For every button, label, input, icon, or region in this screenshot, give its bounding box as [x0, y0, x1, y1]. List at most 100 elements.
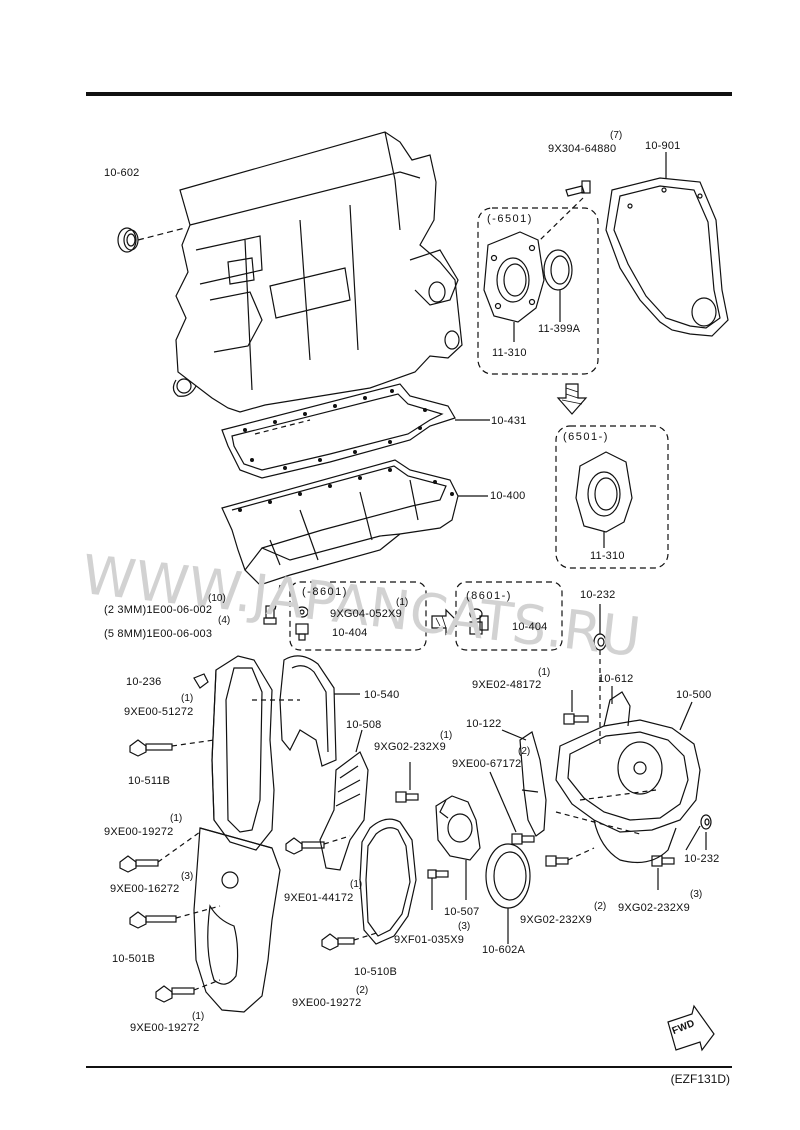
label-10-500: 10-500 [676, 689, 712, 701]
label-10-612: 10-612 [598, 673, 634, 685]
breather-parts-old [295, 606, 309, 641]
end-plate-10-901 [605, 177, 729, 337]
label-9xe00-67172: 9XE00-67172 [452, 758, 522, 770]
label-10-602a: 10-602A [482, 944, 525, 956]
label-10-236: 10-236 [126, 676, 162, 688]
qty-9x304: (7) [610, 130, 623, 141]
qty-9xe00-67172: (2) [518, 746, 531, 757]
label-10-901: 10-901 [645, 140, 681, 152]
label-10-404-new: 10-404 [512, 621, 548, 633]
bolt-9xe00-19272-c [155, 985, 195, 1003]
hatched-arrow-down [556, 383, 588, 415]
label-10-501b: 10-501B [112, 953, 155, 965]
label-9xg02-232x9-b: 9XG02-232X9 [520, 914, 592, 926]
timing-belt-cover-10-511b [211, 655, 275, 851]
group-box-6501-old [477, 207, 599, 375]
pump-10-507 [435, 795, 481, 861]
hatched-arrow-right [431, 608, 459, 636]
group-label-6501-new: (6501-) [563, 431, 609, 443]
qty-9xg02-b: (2) [594, 901, 607, 912]
front-cover-10-500 [555, 691, 701, 863]
label-10-232-upper: 10-232 [580, 589, 616, 601]
label-9xe02-48172: 9XE02-48172 [472, 679, 542, 691]
label-9xe00-19272-c: 9XE00-19272 [130, 1022, 200, 1034]
oil-seal-retainer-11-310-new [575, 451, 633, 533]
fwd-arrow [667, 1004, 715, 1052]
qty-9xe01: (1) [350, 879, 363, 890]
group-box-6501-new [555, 425, 669, 569]
label-10-511b: 10-511B [128, 775, 171, 787]
label-10-400: 10-400 [490, 490, 526, 502]
bolt-9xe00-51272 [129, 739, 173, 757]
bolt-9xf01-035x9 [427, 869, 449, 879]
label-1e00-06-002: (2 3MM)1E00-06-002 [104, 604, 213, 616]
plug-10-602 [117, 227, 139, 253]
label-11-310-new: 11-310 [590, 550, 625, 562]
group-box-8601-old [289, 581, 427, 651]
qty-1e00-a: (10) [208, 593, 226, 604]
breather-parts-new [469, 608, 489, 635]
bolt-9xe00-19272-a [119, 855, 159, 873]
label-10-122: 10-122 [466, 718, 502, 730]
bolt-9xe00-67172 [511, 833, 535, 845]
qty-9xe00-16272: (3) [181, 871, 194, 882]
qty-9xe02: (1) [538, 667, 551, 678]
qty-9xf01: (3) [458, 921, 471, 932]
oil-seal-retainer-11-310 [483, 231, 545, 323]
oil-seal-11-399a [543, 249, 573, 291]
qty-9xe00-19272-b: (2) [356, 985, 369, 996]
label-9x304: 9X304-64880 [548, 143, 617, 155]
group-label-8601-new: (8601-) [466, 590, 512, 602]
timing-belt-cover-10-501b [193, 827, 281, 1013]
label-9xg04-052x9: 9XG04-052X9 [330, 608, 402, 620]
group-box-8601-new [455, 581, 563, 651]
bolt-9xg02-232x9-a [395, 791, 419, 803]
label-10-508: 10-508 [346, 719, 382, 731]
oil-pan [221, 459, 459, 586]
bolt-9xe00-19272-b [321, 933, 355, 951]
bolt-1e00 [263, 605, 277, 625]
qty-1e00-b: (4) [218, 615, 231, 626]
label-9xg02-232x9-c: 9XG02-232X9 [618, 902, 690, 914]
label-9xg02-232x9-a: 9XG02-232X9 [374, 741, 446, 753]
group-label-8601-old: (-8601) [302, 586, 348, 598]
qty-9xg02-a: (1) [440, 730, 453, 741]
label-9xf01-035x9: 9XF01-035X9 [394, 934, 465, 946]
qty-9xe00-19272-c: (1) [192, 1011, 205, 1022]
qty-9xe00-51272: (1) [181, 693, 194, 704]
bolt-9xg02-232x9-c [651, 855, 675, 867]
cover-plate-10-510b [359, 818, 417, 945]
bolt-9xg02-232x9-b [545, 855, 569, 867]
label-9xe01-44172: 9XE01-44172 [284, 892, 354, 904]
label-10-507: 10-507 [444, 906, 480, 918]
bracket-10-508 [319, 751, 369, 871]
bolt-9xe00-16272 [129, 911, 177, 929]
diagram-code: (EZF131D) [670, 1072, 730, 1086]
label-11-399a: 11-399A [538, 323, 581, 335]
label-9xe00-19272-a: 9XE00-19272 [104, 826, 174, 838]
oil-pan-gasket [221, 383, 456, 479]
plug-10-232-lower [700, 814, 712, 830]
label-9xe00-51272: 9XE00-51272 [124, 706, 194, 718]
clip-10-236 [193, 673, 209, 689]
bolt-9xe02-48172 [563, 713, 589, 725]
timing-belt-cover-gasket-10-540 [279, 655, 337, 767]
label-1e00-06-003: (5 8MM)1E00-06-003 [104, 628, 213, 640]
label-10-404-old: 10-404 [332, 627, 368, 639]
label-11-310-old: 11-310 [492, 347, 527, 359]
label-9xe00-19272-b: 9XE00-19272 [292, 997, 362, 1009]
label-10-602: 10-602 [104, 167, 140, 179]
qty-9xe00-19272-a: (1) [170, 813, 183, 824]
label-9xe00-16272: 9XE00-16272 [110, 883, 180, 895]
label-10-232-lower: 10-232 [684, 853, 720, 865]
bolt-9xe01-44172 [285, 837, 325, 855]
label-10-431: 10-431 [491, 415, 527, 427]
bolt-9x304 [565, 180, 591, 197]
gasket-10-122 [519, 731, 547, 837]
label-10-510b: 10-510B [354, 966, 397, 978]
engine-block [172, 131, 463, 413]
group-label-6501-old: (-6501) [487, 213, 533, 225]
label-10-540: 10-540 [364, 689, 400, 701]
qty-9xg04: (1) [396, 597, 409, 608]
